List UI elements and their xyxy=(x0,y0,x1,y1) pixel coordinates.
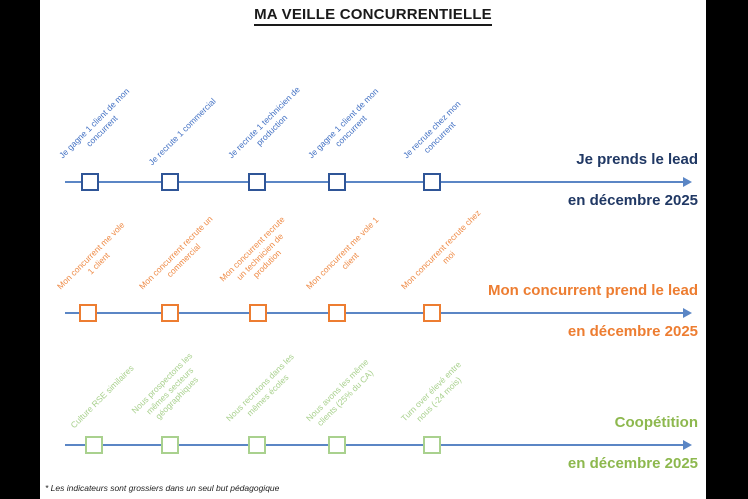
outcome-date: en décembre 2025 xyxy=(567,323,698,340)
milestone-label: Nous avons les même clients (25% du CA) xyxy=(303,356,375,428)
milestone-marker xyxy=(423,436,441,454)
timeline-arrow xyxy=(65,308,692,318)
milestone-label: Je recrute 1 technicien de production xyxy=(225,84,302,161)
outcome-label: Je prends le lead xyxy=(576,151,698,168)
milestone-marker xyxy=(423,304,441,322)
milestone-label: Je recrute 1 commercial xyxy=(146,96,218,168)
milestone-marker xyxy=(328,173,346,191)
footnote: * Les indicateurs sont grossiers dans un… xyxy=(45,483,280,493)
outcome-date: en décembre 2025 xyxy=(567,455,698,472)
milestone-label: Culture RSE similaires xyxy=(68,363,136,431)
milestone-marker xyxy=(161,304,179,322)
milestone-label: Je gagne 1 client de mon concurrent xyxy=(56,85,132,161)
milestone-marker xyxy=(79,304,97,322)
milestone-marker xyxy=(423,173,441,191)
milestone-marker xyxy=(85,436,103,454)
milestone-marker xyxy=(248,436,266,454)
milestone-marker xyxy=(328,304,346,322)
milestone-label: Nous prospectons les mêmes secteurs géog… xyxy=(129,350,201,422)
slide-canvas: MA VEILLE CONCURRENTIELLE Je gagne 1 cli… xyxy=(40,0,706,499)
milestone-marker xyxy=(161,173,179,191)
outcome-label: Mon concurrent prend le lead xyxy=(487,282,698,299)
milestone-label: Mon concurrent recrute un technicien de … xyxy=(217,214,287,284)
milestone-label: Turn over élevé entre nous (-24 mois) xyxy=(398,359,463,424)
milestone-marker xyxy=(81,173,99,191)
milestone-label: Mon concurrent me vole 1 client xyxy=(303,214,381,292)
milestone-label: Je gagne 1 client de mon concurrent xyxy=(305,85,381,161)
outcome-label: Coopétition xyxy=(614,414,698,431)
milestone-label: Nous recrutons dans les mêmes écoles xyxy=(223,351,296,424)
page-title: MA VEILLE CONCURRENTIELLE xyxy=(40,6,706,26)
milestone-label: Mon concurrent me vole 1 client xyxy=(54,219,127,292)
milestone-marker xyxy=(248,173,266,191)
milestone-label: Mon concurrent recrute un commercial xyxy=(136,213,215,292)
milestone-marker xyxy=(328,436,346,454)
outcome-date: en décembre 2025 xyxy=(567,192,698,209)
timeline-arrow xyxy=(65,440,692,450)
milestone-label: Mon concurrent recrute chez moi xyxy=(398,207,483,292)
milestone-marker xyxy=(161,436,179,454)
milestone-marker xyxy=(249,304,267,322)
timeline-arrow xyxy=(65,177,692,187)
page-title-text: MA VEILLE CONCURRENTIELLE xyxy=(254,6,492,26)
milestone-label: Je recrute chez mon concurrent xyxy=(400,98,463,161)
